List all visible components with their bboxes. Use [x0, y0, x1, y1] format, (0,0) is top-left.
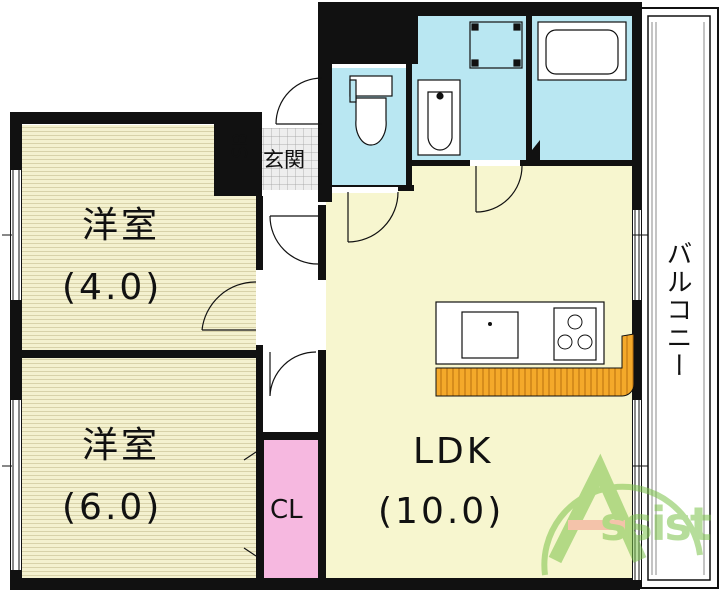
ldk-name: LDK [413, 431, 494, 472]
ldk-size: (10.0) [378, 491, 505, 532]
shoe-box-label: SB [228, 132, 252, 159]
assist-logo: ssist [541, 453, 713, 576]
washing-machine-space [469, 21, 523, 69]
balcony-area [648, 20, 708, 585]
entrance-floor [262, 128, 324, 190]
western-room-b-size: (6.0) [62, 487, 163, 528]
doors [201, 77, 523, 557]
western-room-a-size: (4.0) [62, 267, 163, 308]
walls [10, 2, 642, 590]
washbasin-fixture [417, 79, 461, 156]
western-room-a-name: 洋室 [82, 205, 161, 246]
closet-label: CL [270, 495, 303, 525]
closet-floor [262, 440, 320, 578]
toilet-fixture [349, 75, 393, 146]
bathtub-fixture [537, 21, 627, 81]
entrance-label: 玄関 [263, 148, 305, 172]
kitchen-counter [435, 301, 635, 397]
western-room-b-name: 洋室 [82, 425, 161, 466]
bath-step [532, 140, 540, 164]
assist-logo-text: ssist [600, 497, 711, 551]
balcony-label: バルコニー [662, 240, 692, 380]
